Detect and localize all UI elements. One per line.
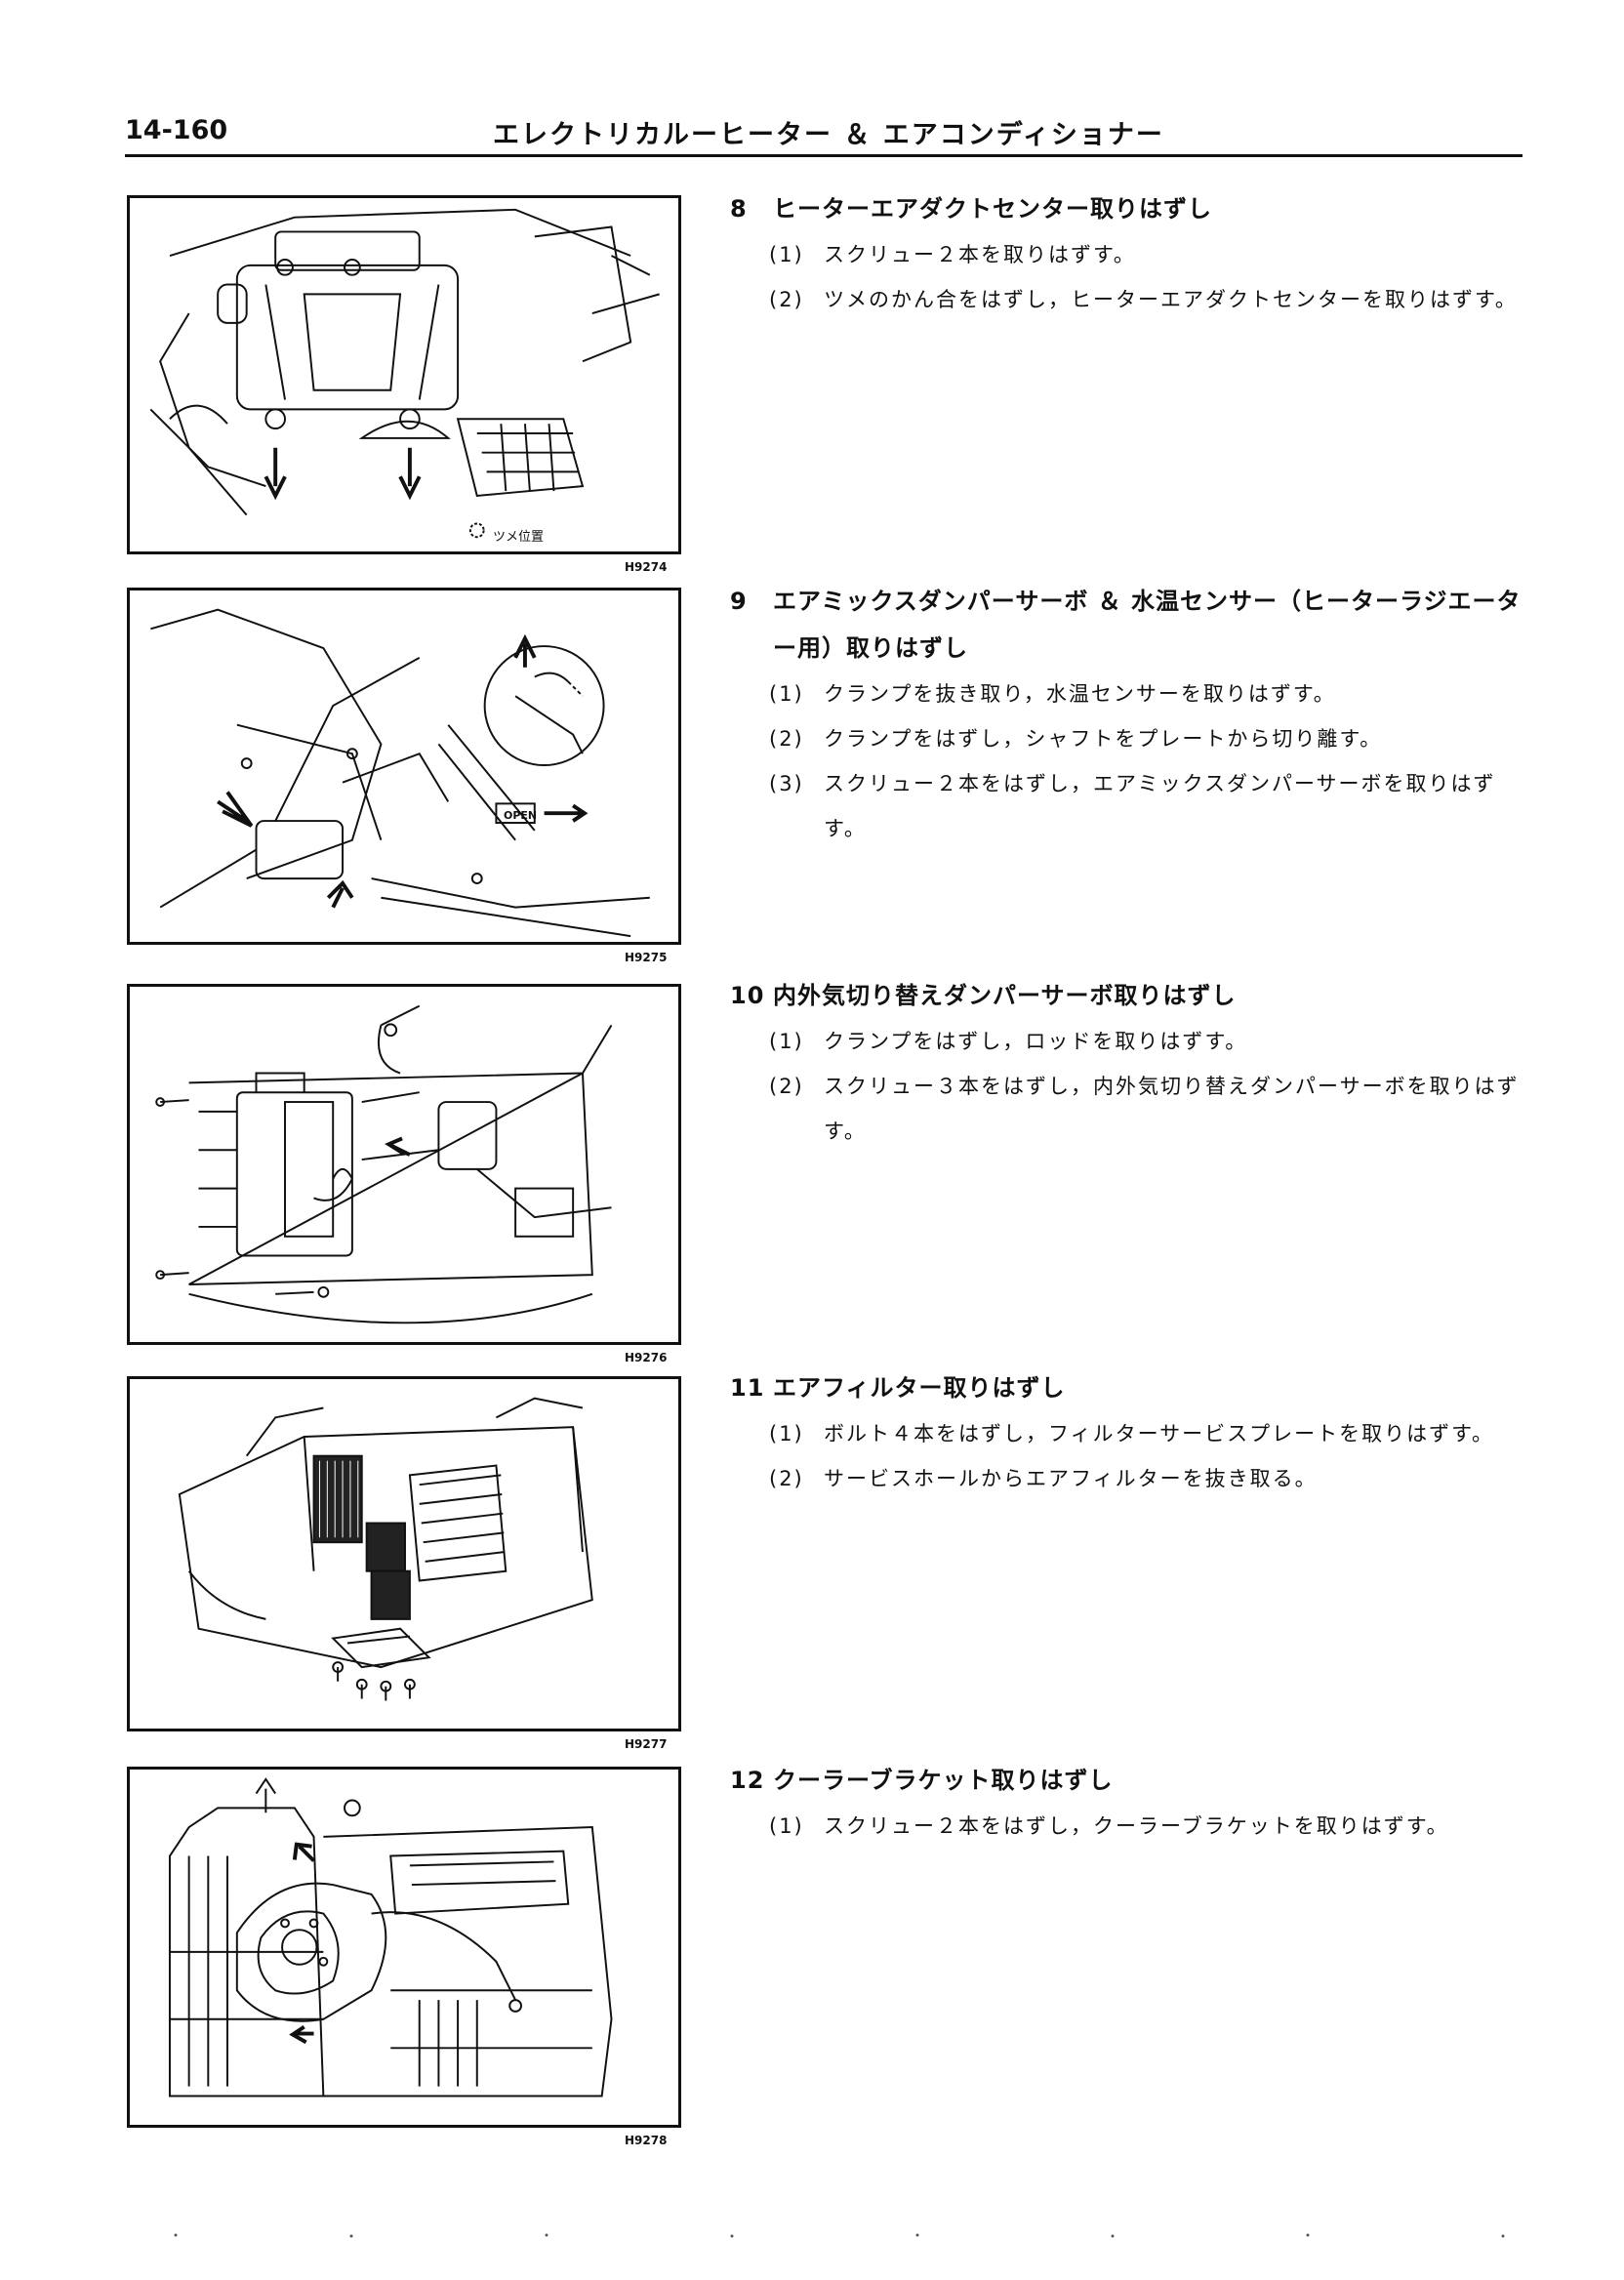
step-text: スクリュー２本をはずし，クーラーブラケットを取りはずす。 [824, 1814, 1449, 1838]
section-number: 8 [730, 195, 748, 223]
step-text: サービスホールからエアフィルターを抜き取る。 [824, 1467, 1318, 1490]
section-number: 9 [730, 588, 748, 615]
section-heading: 8 ヒーターエアダクトセンター取りはずし [730, 185, 1530, 232]
air-filter-illustration [178, 1397, 593, 1701]
step-text: クランプをはずし，ロッドを取りはずす。 [824, 1030, 1248, 1053]
section-title: エアフィルター取りはずし [773, 1374, 1066, 1402]
step-item: (1) クランプをはずし，ロッドを取りはずす。 [730, 1019, 1530, 1064]
section-title: エアミックスダンパーサーボ ＆ 水温センサー（ヒーターラジエーター用）取りはずし [773, 588, 1522, 662]
step-text: スクリュー２本を取りはずす。 [824, 243, 1136, 266]
page-number: 14-160 [125, 115, 228, 145]
step-text: クランプをはずし，シャフトをプレートから切り離す。 [824, 727, 1383, 751]
step-item: (2) クランプをはずし，シャフトをプレートから切り離す。 [730, 716, 1530, 761]
step-item: (1) スクリュー２本を取りはずす。 [730, 232, 1530, 277]
step-text: スクリュー２本をはずし，エアミックスダンパーサーボを取りはずす。 [824, 772, 1496, 840]
section-heading: 10 内外気切り替えダンパーサーボ取りはずし [730, 972, 1530, 1019]
chapter-title: エレクトリカルーヒーター ＆ エアコンディショナー [493, 120, 1164, 150]
section-heading: 12 クーラーブラケット取りはずし [730, 1757, 1530, 1804]
section-title: 内外気切り替えダンパーサーボ取りはずし [773, 982, 1237, 1009]
figure-id: H9277 [625, 1737, 668, 1751]
step-number: (3) [769, 772, 804, 795]
step-number: (1) [769, 1030, 804, 1053]
step-item: (2) サービスホールからエアフィルターを抜き取る。 [730, 1456, 1530, 1501]
section-number: 12 [730, 1767, 765, 1794]
header-divider [125, 154, 1522, 157]
section-number: 11 [730, 1374, 765, 1402]
step-text: スクリュー３本をはずし，内外気切り替えダンパーサーボを取りはずす。 [824, 1075, 1520, 1143]
figure-id: H9275 [625, 951, 668, 964]
section-number: 10 [730, 982, 765, 1009]
air-mix-servo-illustration [150, 608, 650, 938]
section-heading: 9 エアミックスダンパーサーボ ＆ 水温センサー（ヒーターラジエーター用）取りはず… [730, 578, 1530, 672]
section-title: クーラーブラケット取りはずし [773, 1767, 1114, 1794]
step-text: クランプを抜き取り，水温センサーを取りはずす。 [824, 682, 1336, 706]
step-item: (1) スクリュー２本をはずし，クーラーブラケットを取りはずす。 [730, 1804, 1530, 1849]
step-number: (2) [769, 1075, 804, 1098]
cooler-bracket-illustration [168, 1777, 613, 2097]
step-number: (1) [769, 682, 804, 706]
step-number: (2) [769, 1467, 804, 1490]
figure-heater-duct-center: ツメ位置 [127, 195, 681, 554]
step-item: (3) スクリュー２本をはずし，エアミックスダンパーサーボを取りはずす。 [730, 761, 1530, 851]
section-heading: 11 エアフィルター取りはずし [730, 1364, 1530, 1411]
step-text: ボルト４本をはずし，フィルターサービスプレートを取りはずす。 [824, 1422, 1495, 1445]
claw-position-label: ツメ位置 [493, 530, 545, 545]
heater-duct-illustration [149, 208, 660, 539]
step-number: (2) [769, 288, 804, 311]
figure-id: H9278 [625, 2134, 668, 2147]
step-number: (2) [769, 727, 804, 751]
step-number: (1) [769, 1814, 804, 1838]
step-item: (2) ツメのかん合をはずし，ヒーターエアダクトセンターを取りはずす。 [730, 277, 1530, 322]
step-item: (1) クランプを抜き取り，水温センサーを取りはずす。 [730, 672, 1530, 716]
figure-id: H9276 [625, 1351, 668, 1364]
step-number: (1) [769, 243, 804, 266]
section-11: 11 エアフィルター取りはずし (1) ボルト４本をはずし，フィルターサービスプレー… [730, 1364, 1530, 1501]
step-item: (2) スクリュー３本をはずし，内外気切り替えダンパーサーボを取りはずす。 [730, 1064, 1530, 1154]
figure-id: H9274 [625, 560, 668, 574]
step-item: (1) ボルト４本をはずし，フィルターサービスプレートを取りはずす。 [730, 1411, 1530, 1456]
scan-speckles [174, 2233, 1505, 2238]
section-title: ヒーターエアダクトセンター取りはずし [773, 195, 1212, 223]
open-label: OPEN [504, 809, 538, 822]
step-number: (1) [769, 1422, 804, 1445]
section-12: 12 クーラーブラケット取りはずし (1) スクリュー２本をはずし，クーラーブラケッ… [730, 1757, 1530, 1849]
figure-fresh-recirc-damper-servo [127, 984, 681, 1345]
step-text: ツメのかん合をはずし，ヒーターエアダクトセンターを取りはずす。 [824, 288, 1518, 311]
figure-air-mix-damper-servo: OPEN [127, 588, 681, 945]
section-10: 10 内外気切り替えダンパーサーボ取りはずし (1) クランプをはずし，ロッドを取り… [730, 972, 1530, 1154]
figure-air-filter [127, 1376, 681, 1731]
section-9: 9 エアミックスダンパーサーボ ＆ 水温センサー（ヒーターラジエーター用）取りはず… [730, 578, 1530, 851]
recirc-servo-illustration [155, 1004, 613, 1324]
section-8: 8 ヒーターエアダクトセンター取りはずし (1) スクリュー２本を取りはずす。 (2… [730, 185, 1530, 322]
figure-cooler-bracket [127, 1767, 681, 2128]
